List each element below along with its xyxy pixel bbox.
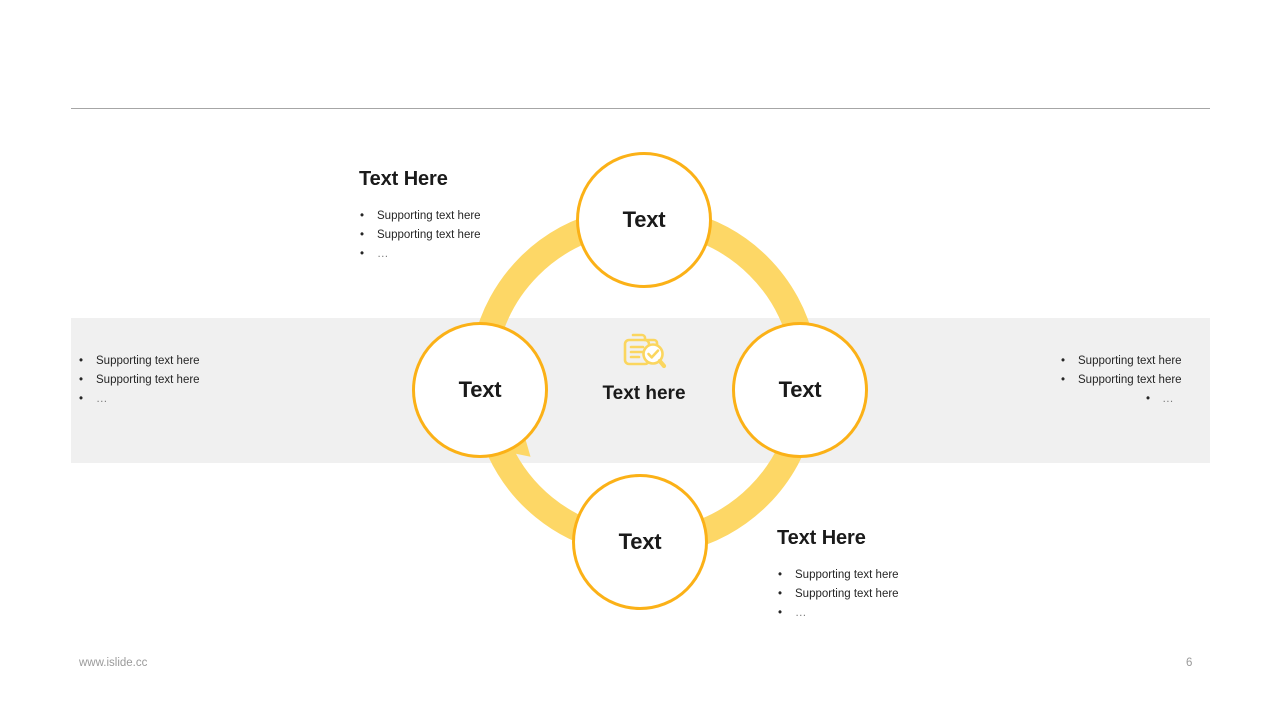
bullet-dot-icon: • bbox=[1061, 373, 1066, 386]
bullet-dot-icon: • bbox=[79, 355, 84, 367]
header-divider-rule bbox=[71, 108, 1210, 109]
text-block-top-left-bullets: • Supporting text here • Supporting text h… bbox=[359, 207, 481, 263]
text-block-bottom-right: Text Here • Supporting text here • Support… bbox=[777, 527, 899, 622]
cycle-node-left[interactable]: Text bbox=[412, 322, 548, 458]
list-item: • Supporting text here bbox=[777, 566, 899, 585]
text-block-bottom-right-bullets: • Supporting text here • Supporting text h… bbox=[777, 566, 899, 622]
list-item: • Supporting text here bbox=[78, 371, 200, 390]
list-item-label: Supporting text here bbox=[1078, 373, 1182, 386]
cycle-node-left-label: Text bbox=[458, 377, 502, 402]
bullet-dot-icon: • bbox=[360, 247, 365, 260]
bullet-dot-icon: • bbox=[79, 392, 84, 405]
list-item: • Supporting text here bbox=[1060, 352, 1182, 371]
bullet-dot-icon: • bbox=[79, 373, 84, 386]
cycle-node-right-label: Text bbox=[778, 377, 822, 402]
bullet-dot-icon: • bbox=[1146, 392, 1151, 405]
cycle-node-bottom[interactable]: Text bbox=[572, 474, 708, 610]
bullet-dot-icon: • bbox=[778, 587, 783, 600]
list-item: •… bbox=[777, 604, 899, 623]
list-item: • Supporting text here bbox=[78, 352, 200, 371]
list-item: • Supporting text here bbox=[777, 585, 899, 604]
document-search-check-icon bbox=[623, 333, 667, 369]
list-item-label: Supporting text here bbox=[96, 355, 200, 367]
list-item-label: Supporting text here bbox=[377, 228, 481, 241]
text-block-top-left-heading: Text Here bbox=[359, 168, 448, 190]
list-item: • Supporting text here bbox=[359, 226, 481, 245]
list-item: • Supporting text here bbox=[359, 207, 481, 226]
bullet-dot-icon: • bbox=[360, 228, 365, 241]
bullet-dot-icon: • bbox=[778, 606, 783, 619]
text-block-right: • Supporting text here • Supporting text h… bbox=[1060, 352, 1182, 408]
bullet-dot-icon: • bbox=[1061, 355, 1066, 367]
cycle-node-right[interactable]: Text bbox=[732, 322, 868, 458]
list-item-label: Supporting text here bbox=[795, 569, 899, 581]
list-item: •… bbox=[359, 245, 481, 264]
text-block-left: • Supporting text here • Supporting text h… bbox=[78, 352, 200, 408]
cycle-node-top-label: Text bbox=[622, 207, 666, 232]
list-item-label: Supporting text here bbox=[377, 210, 481, 222]
list-item-label: … bbox=[795, 606, 807, 619]
list-item: •… bbox=[1060, 390, 1182, 409]
list-item-label: … bbox=[96, 392, 108, 405]
text-block-top-left: Text Here • Supporting text here • Support… bbox=[359, 168, 481, 263]
text-block-right-bullets: • Supporting text here • Supporting text h… bbox=[1060, 352, 1182, 408]
background-highlight-band bbox=[71, 318, 1210, 463]
list-item: •… bbox=[78, 390, 200, 409]
cycle-node-bottom-label: Text bbox=[618, 529, 662, 554]
list-item-label: … bbox=[1162, 392, 1174, 405]
footer-website-label: www.islide.cc bbox=[79, 657, 148, 669]
list-item-label: Supporting text here bbox=[96, 373, 200, 386]
bullet-dot-icon: • bbox=[778, 569, 783, 581]
cycle-node-top[interactable]: Text bbox=[576, 152, 712, 288]
cycle-center-label: Text here bbox=[602, 383, 686, 404]
list-item-label: Supporting text here bbox=[795, 587, 899, 600]
list-item-label: Supporting text here bbox=[1078, 355, 1182, 367]
text-block-left-bullets: • Supporting text here • Supporting text h… bbox=[78, 352, 200, 408]
text-block-bottom-right-heading: Text Here bbox=[777, 527, 866, 549]
cycle-center-hub: Text here bbox=[568, 326, 720, 426]
footer-page-number: 6 bbox=[1186, 657, 1193, 669]
list-item-label: … bbox=[377, 247, 389, 260]
bullet-dot-icon: • bbox=[360, 210, 365, 222]
list-item: • Supporting text here bbox=[1060, 371, 1182, 390]
